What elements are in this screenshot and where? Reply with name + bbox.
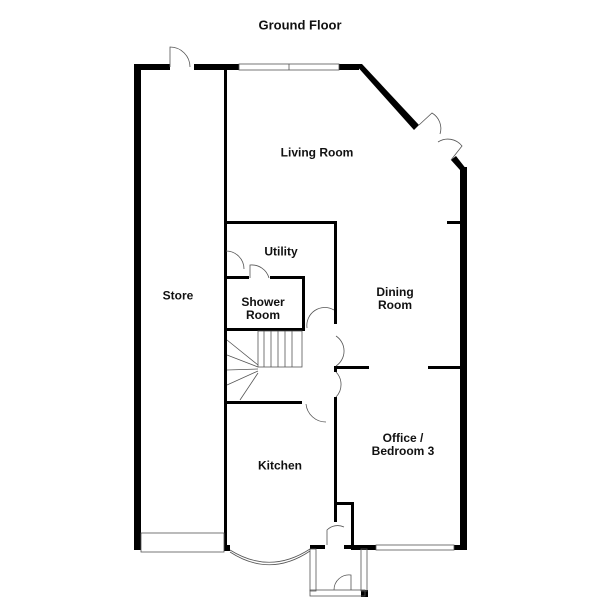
room-label-office-bedroom: Office / Bedroom 3 [371,431,435,458]
room-label-utility: Utility [264,244,298,259]
walls [134,64,467,597]
room-label-living-room: Living Room [280,145,354,160]
room-label-store: Store [162,288,194,303]
room-label-dining-room: Dining Room [376,285,414,312]
room-label-shower-room: Shower Room [241,295,285,322]
doors-windows [140,46,463,597]
page-title: Ground Floor [258,17,342,33]
room-label-kitchen: Kitchen [257,458,303,473]
